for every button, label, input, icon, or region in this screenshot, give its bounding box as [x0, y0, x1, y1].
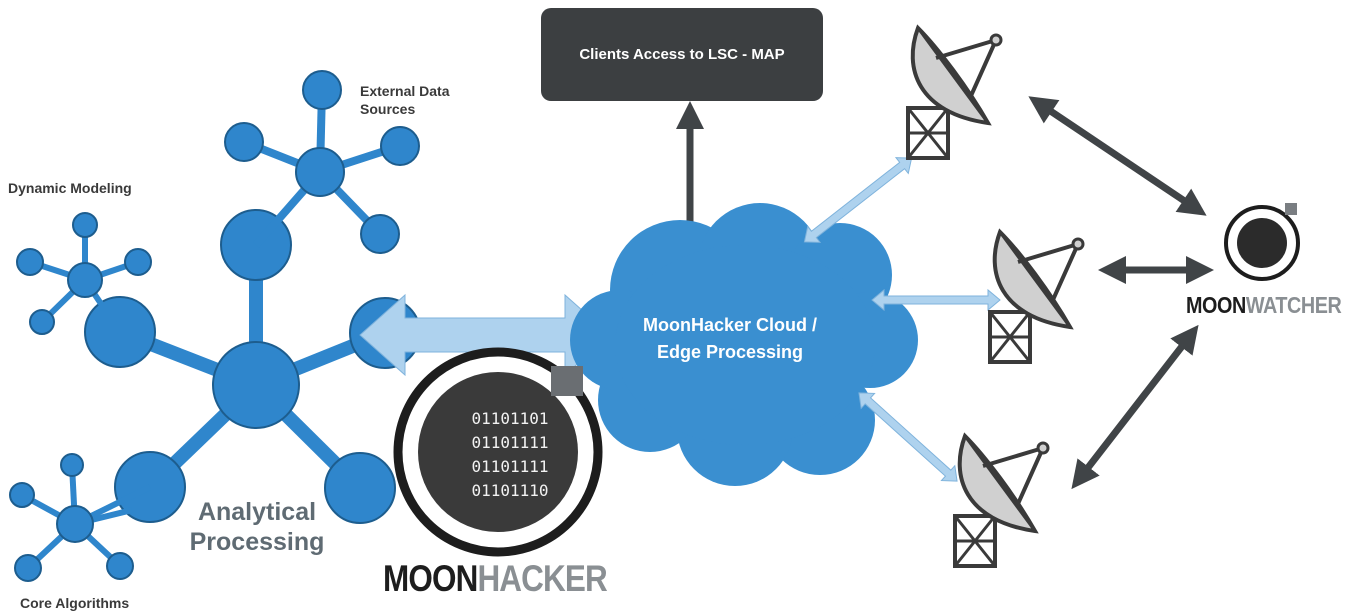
moonhacker-logo-icon: [393, 347, 603, 557]
moonwatcher-brand: MOONWATCHER: [1186, 292, 1342, 319]
binary-line: 01101101: [471, 409, 549, 428]
cloud-label: MoonHacker Cloud / Edge Processing: [642, 315, 817, 362]
satellite-dish-icon: [988, 228, 1085, 364]
analytical-hub-node: [212, 341, 300, 429]
analytical-processing-label: Analytical Processing: [189, 498, 325, 556]
binary-line: 01101111: [471, 457, 549, 476]
analytical-network: [9, 70, 421, 582]
edge-cloud: [570, 203, 918, 486]
clients-access-box: Clients Access to LSC - MAP: [541, 8, 823, 101]
moonwatcher-brand-bold: MOON: [1186, 292, 1246, 318]
moonhacker-binary: 01101101 01101111 01101111 01101110: [445, 407, 575, 503]
core-algorithms-label: Core Algorithms: [20, 595, 130, 611]
moonhacker-brand-light: HACKER: [477, 558, 607, 599]
external-data-sources-star: [224, 70, 420, 254]
binary-line: 01101111: [471, 433, 549, 452]
core-algorithms-star: [9, 453, 152, 582]
moonwatcher-logo-icon: [1224, 203, 1300, 281]
dish-moonwatcher-arrows: [1028, 96, 1214, 490]
external-data-sources-label: External Data Sources: [360, 83, 450, 117]
moonhacker-brand-bold: MOON: [383, 558, 478, 599]
analytical-bottom-right-node: [324, 452, 396, 524]
satellite-dish-icon: [953, 432, 1050, 568]
clients-access-label: Clients Access to LSC - MAP: [579, 46, 785, 63]
dynamic-modeling-label: Dynamic Modeling: [8, 180, 132, 196]
binary-line: 01101110: [471, 481, 549, 500]
moonhacker-brand: MOONHACKER: [383, 558, 608, 600]
moonwatcher-brand-light: WATCHER: [1245, 292, 1342, 318]
dynamic-modeling-star: [16, 212, 152, 335]
satellite-dish-icon: [906, 24, 1003, 160]
